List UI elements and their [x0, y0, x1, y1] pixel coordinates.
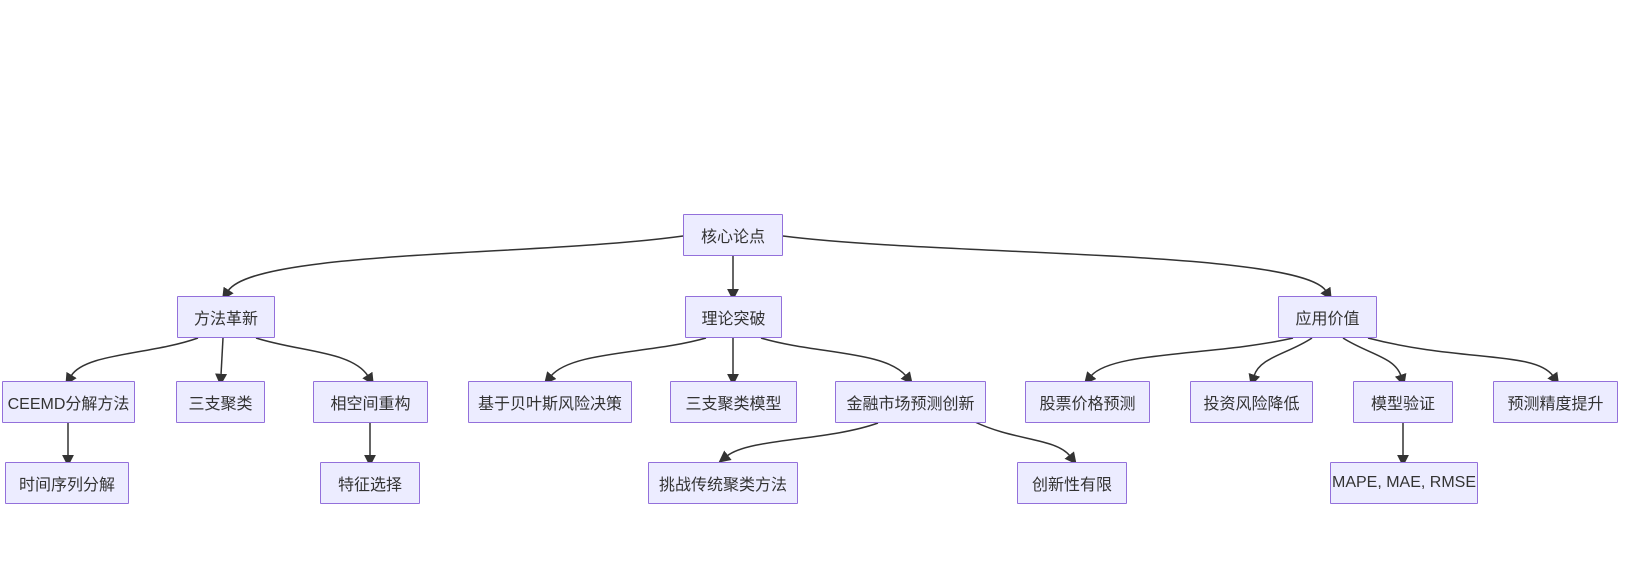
node-limited-innovation: 创新性有限: [1017, 462, 1127, 504]
node-ceemd-decomposition: CEEMD分解方法: [2, 381, 135, 423]
node-time-series-decomposition-label: 时间序列分解: [18, 477, 115, 494]
node-core-thesis-label: 核心论点: [700, 229, 765, 246]
node-bayesian-risk-decision-label: 基于贝叶斯风险决策: [477, 396, 622, 413]
node-model-validation: 模型验证: [1353, 381, 1453, 423]
edge-fininnovation-to-limited: [974, 421, 1077, 465]
node-stock-price-prediction: 股票价格预测: [1025, 381, 1150, 423]
node-method-innovation-label: 方法革新: [193, 311, 258, 328]
node-theory-breakthrough: 理论突破: [685, 296, 782, 338]
node-three-way-clustering-model: 三支聚类模型: [670, 381, 797, 423]
node-evaluation-metrics-label: MAPE, MAE, RMSE: [1331, 474, 1477, 491]
node-time-series-decomposition: 时间序列分解: [5, 462, 129, 504]
edge-theory-to-fininnovation: [760, 337, 913, 385]
node-evaluation-metrics: MAPE, MAE, RMSE: [1330, 462, 1478, 504]
node-core-thesis: 核心论点: [683, 214, 783, 256]
edge-theory-to-bayes: [544, 337, 707, 385]
node-three-way-clustering-label: 三支聚类: [188, 396, 253, 413]
edge-method-to-ceemd: [65, 337, 199, 386]
node-challenge-traditional-clustering-label: 挑战传统聚类方法: [658, 477, 787, 494]
node-challenge-traditional-clustering: 挑战传统聚类方法: [648, 462, 798, 504]
edge-application-to-validation: [1342, 337, 1407, 387]
node-stock-price-prediction-label: 股票价格预测: [1039, 396, 1136, 413]
edge-application-to-risk: [1248, 337, 1313, 387]
node-feature-selection: 特征选择: [320, 462, 420, 504]
node-model-validation-label: 模型验证: [1370, 396, 1435, 413]
edge-fininnovation-to-challenge: [718, 422, 879, 463]
node-application-value: 应用价值: [1278, 296, 1377, 338]
node-investment-risk-reduction: 投资风险降低: [1190, 381, 1313, 423]
edge-core-to-method: [222, 235, 684, 300]
edge-method-to-threeway: [215, 337, 228, 386]
node-financial-market-forecast-innovation-label: 金融市场预测创新: [846, 396, 975, 413]
edge-method-to-phasespace: [255, 337, 374, 386]
node-prediction-accuracy-improvement-label: 预测精度提升: [1507, 396, 1604, 413]
node-investment-risk-reduction-label: 投资风险降低: [1203, 396, 1300, 413]
node-method-innovation: 方法革新: [177, 296, 275, 338]
node-feature-selection-label: 特征选择: [337, 477, 402, 494]
node-application-value-label: 应用价值: [1295, 311, 1360, 328]
node-limited-innovation-label: 创新性有限: [1031, 477, 1112, 494]
node-bayesian-risk-decision: 基于贝叶斯风险决策: [468, 381, 632, 423]
node-theory-breakthrough-label: 理论突破: [701, 311, 766, 328]
node-phase-space-reconstruction: 相空间重构: [313, 381, 428, 423]
node-three-way-clustering: 三支聚类: [176, 381, 265, 423]
edge-core-to-application: [782, 235, 1332, 301]
node-phase-space-reconstruction-label: 相空间重构: [330, 396, 411, 413]
node-ceemd-decomposition-label: CEEMD分解方法: [7, 396, 130, 413]
node-three-way-clustering-model-label: 三支聚类模型: [685, 396, 782, 413]
node-prediction-accuracy-improvement: 预测精度提升: [1493, 381, 1618, 423]
edge-application-to-accuracy: [1367, 337, 1560, 385]
node-financial-market-forecast-innovation: 金融市场预测创新: [835, 381, 986, 423]
edge-application-to-stock: [1084, 337, 1294, 385]
